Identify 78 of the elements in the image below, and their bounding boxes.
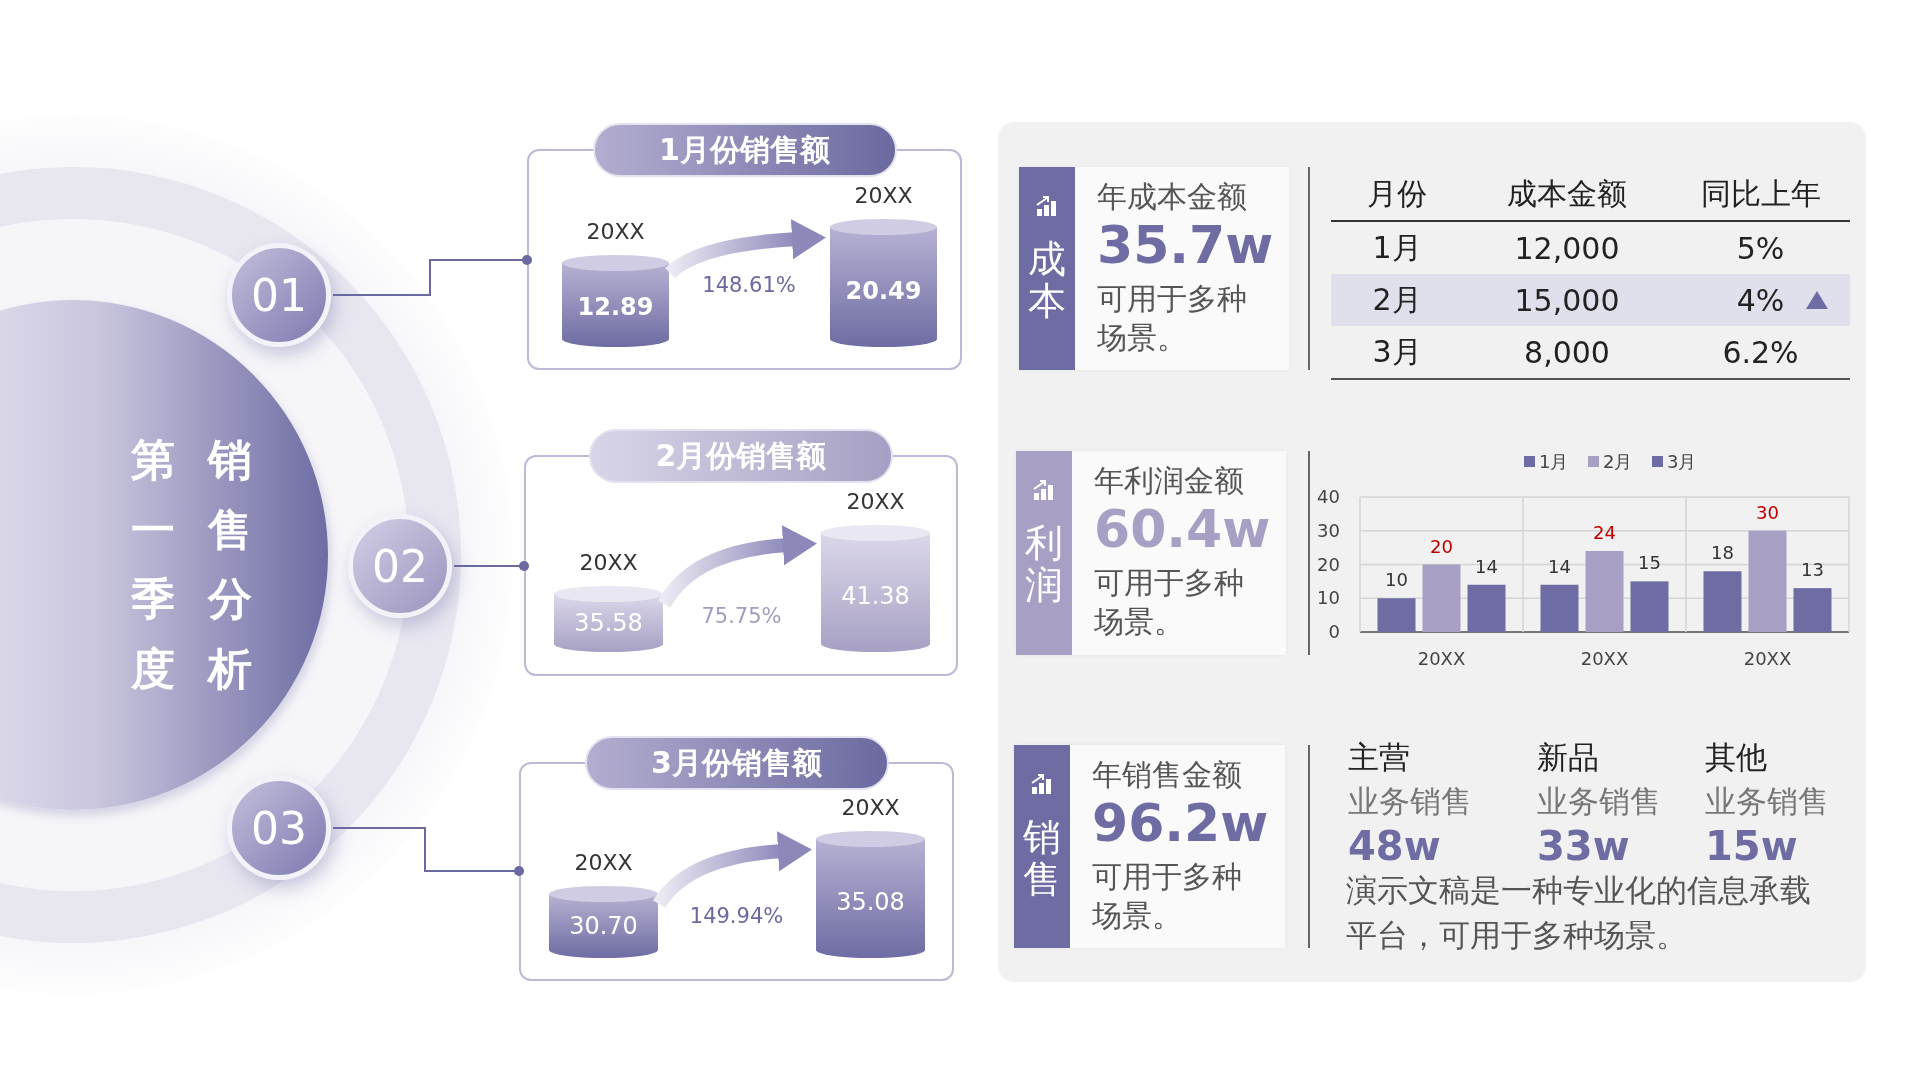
data-label: 18 (1711, 542, 1734, 564)
card-title: 3月份销售额 (584, 736, 889, 790)
description-text: 演示文稿是一种专业化的信息承载平台，可用于多种场景。 (1346, 871, 1812, 955)
category-title: 利润 (1025, 523, 1063, 607)
connector-line (453, 561, 529, 571)
data-label: 24 (1593, 522, 1616, 543)
column-header: 成本金额 (1507, 174, 1627, 213)
legend-label: 2月 (1603, 451, 1633, 472)
year-label: 20XX (854, 183, 913, 208)
stat-description: 可用于多种场景。 (1092, 858, 1243, 935)
stat-heading: 年销售金额 (1092, 756, 1242, 794)
legend-label: 3月 (1667, 451, 1697, 472)
table-cell: 4% (1736, 282, 1785, 318)
stat-card (1014, 745, 1285, 948)
stat-value: 60.4w (1094, 499, 1271, 559)
table-cell: 5% (1736, 230, 1785, 266)
table-cell: 15,000 (1514, 282, 1620, 318)
value-text: 30.70 (569, 912, 638, 941)
stat-value: 35.7w (1097, 215, 1274, 275)
table-cell-text: 1月 (1372, 228, 1422, 267)
segment-name: 主营 (1348, 738, 1411, 777)
table-cell-text: 3月 (1372, 332, 1422, 371)
year-label: 20XX (846, 489, 905, 514)
year-label: 20XX (579, 550, 638, 575)
title-text: 第一季度 (131, 433, 175, 696)
legend-label: 1月 (1539, 451, 1569, 472)
axis-tick-label: 30 (1317, 519, 1340, 541)
table-cell: 6.2% (1722, 334, 1799, 370)
data-label: 10 (1385, 569, 1408, 591)
stat-card (1016, 451, 1286, 655)
axis-tick-label: 40 (1317, 486, 1340, 507)
data-label: 14 (1548, 555, 1571, 577)
value-text: 41.38 (841, 582, 910, 611)
category-label: 20XX (1417, 648, 1466, 669)
table-cell-text: 2月 (1372, 280, 1422, 319)
segment-value: 15w (1705, 823, 1799, 869)
segment-subtitle: 业务销售 (1348, 782, 1473, 821)
axis-tick-label: 0 (1328, 621, 1340, 642)
axis-tick-label: 20 (1317, 553, 1340, 575)
card-title: 1月份销售额 (592, 123, 897, 177)
category-label: 20XX (1580, 648, 1629, 669)
segment-name: 其他 (1705, 738, 1768, 777)
year-label: 20XX (586, 219, 645, 244)
stat-description: 可用于多种场景。 (1097, 280, 1248, 357)
table-cell: 8,000 (1524, 334, 1610, 370)
segment-subtitle: 业务销售 (1705, 782, 1830, 821)
stat-heading: 年成本金额 (1097, 178, 1247, 216)
connector-line (332, 255, 532, 296)
data-label: 15 (1638, 552, 1661, 574)
title-text: 销售分析 (208, 433, 252, 696)
table-cell: 12,000 (1514, 230, 1620, 266)
axis-tick-label: 10 (1317, 587, 1340, 609)
value-text: 12.89 (577, 292, 654, 321)
value-text: 35.58 (574, 608, 643, 637)
category-title: 销售 (1023, 817, 1061, 901)
data-label: 20 (1430, 535, 1453, 557)
value-text: 35.08 (836, 888, 905, 917)
year-label: 20XX (841, 795, 900, 820)
column-header: 月份 (1367, 174, 1427, 213)
stat-heading: 年利润金额 (1094, 462, 1244, 500)
data-label: 13 (1801, 559, 1824, 581)
connector-line (332, 827, 524, 876)
stat-value: 96.2w (1092, 793, 1269, 853)
data-label: 14 (1475, 555, 1498, 577)
stat-description: 可用于多种场景。 (1094, 564, 1245, 641)
curved-arrow (665, 219, 826, 279)
segment-value: 33w (1537, 823, 1631, 869)
category-label: 20XX (1743, 648, 1792, 669)
card-title: 2月份销售额 (589, 429, 893, 483)
column-header: 同比上年 (1700, 174, 1821, 213)
segment-value: 48w (1348, 823, 1442, 869)
stat-card (1019, 167, 1289, 370)
year-label: 20XX (574, 850, 633, 875)
segment-subtitle: 业务销售 (1537, 782, 1662, 821)
value-text: 20.49 (845, 276, 922, 305)
segment-name: 新品 (1537, 738, 1600, 777)
category-title: 成本 (1028, 239, 1066, 323)
data-label: 30 (1756, 501, 1779, 523)
